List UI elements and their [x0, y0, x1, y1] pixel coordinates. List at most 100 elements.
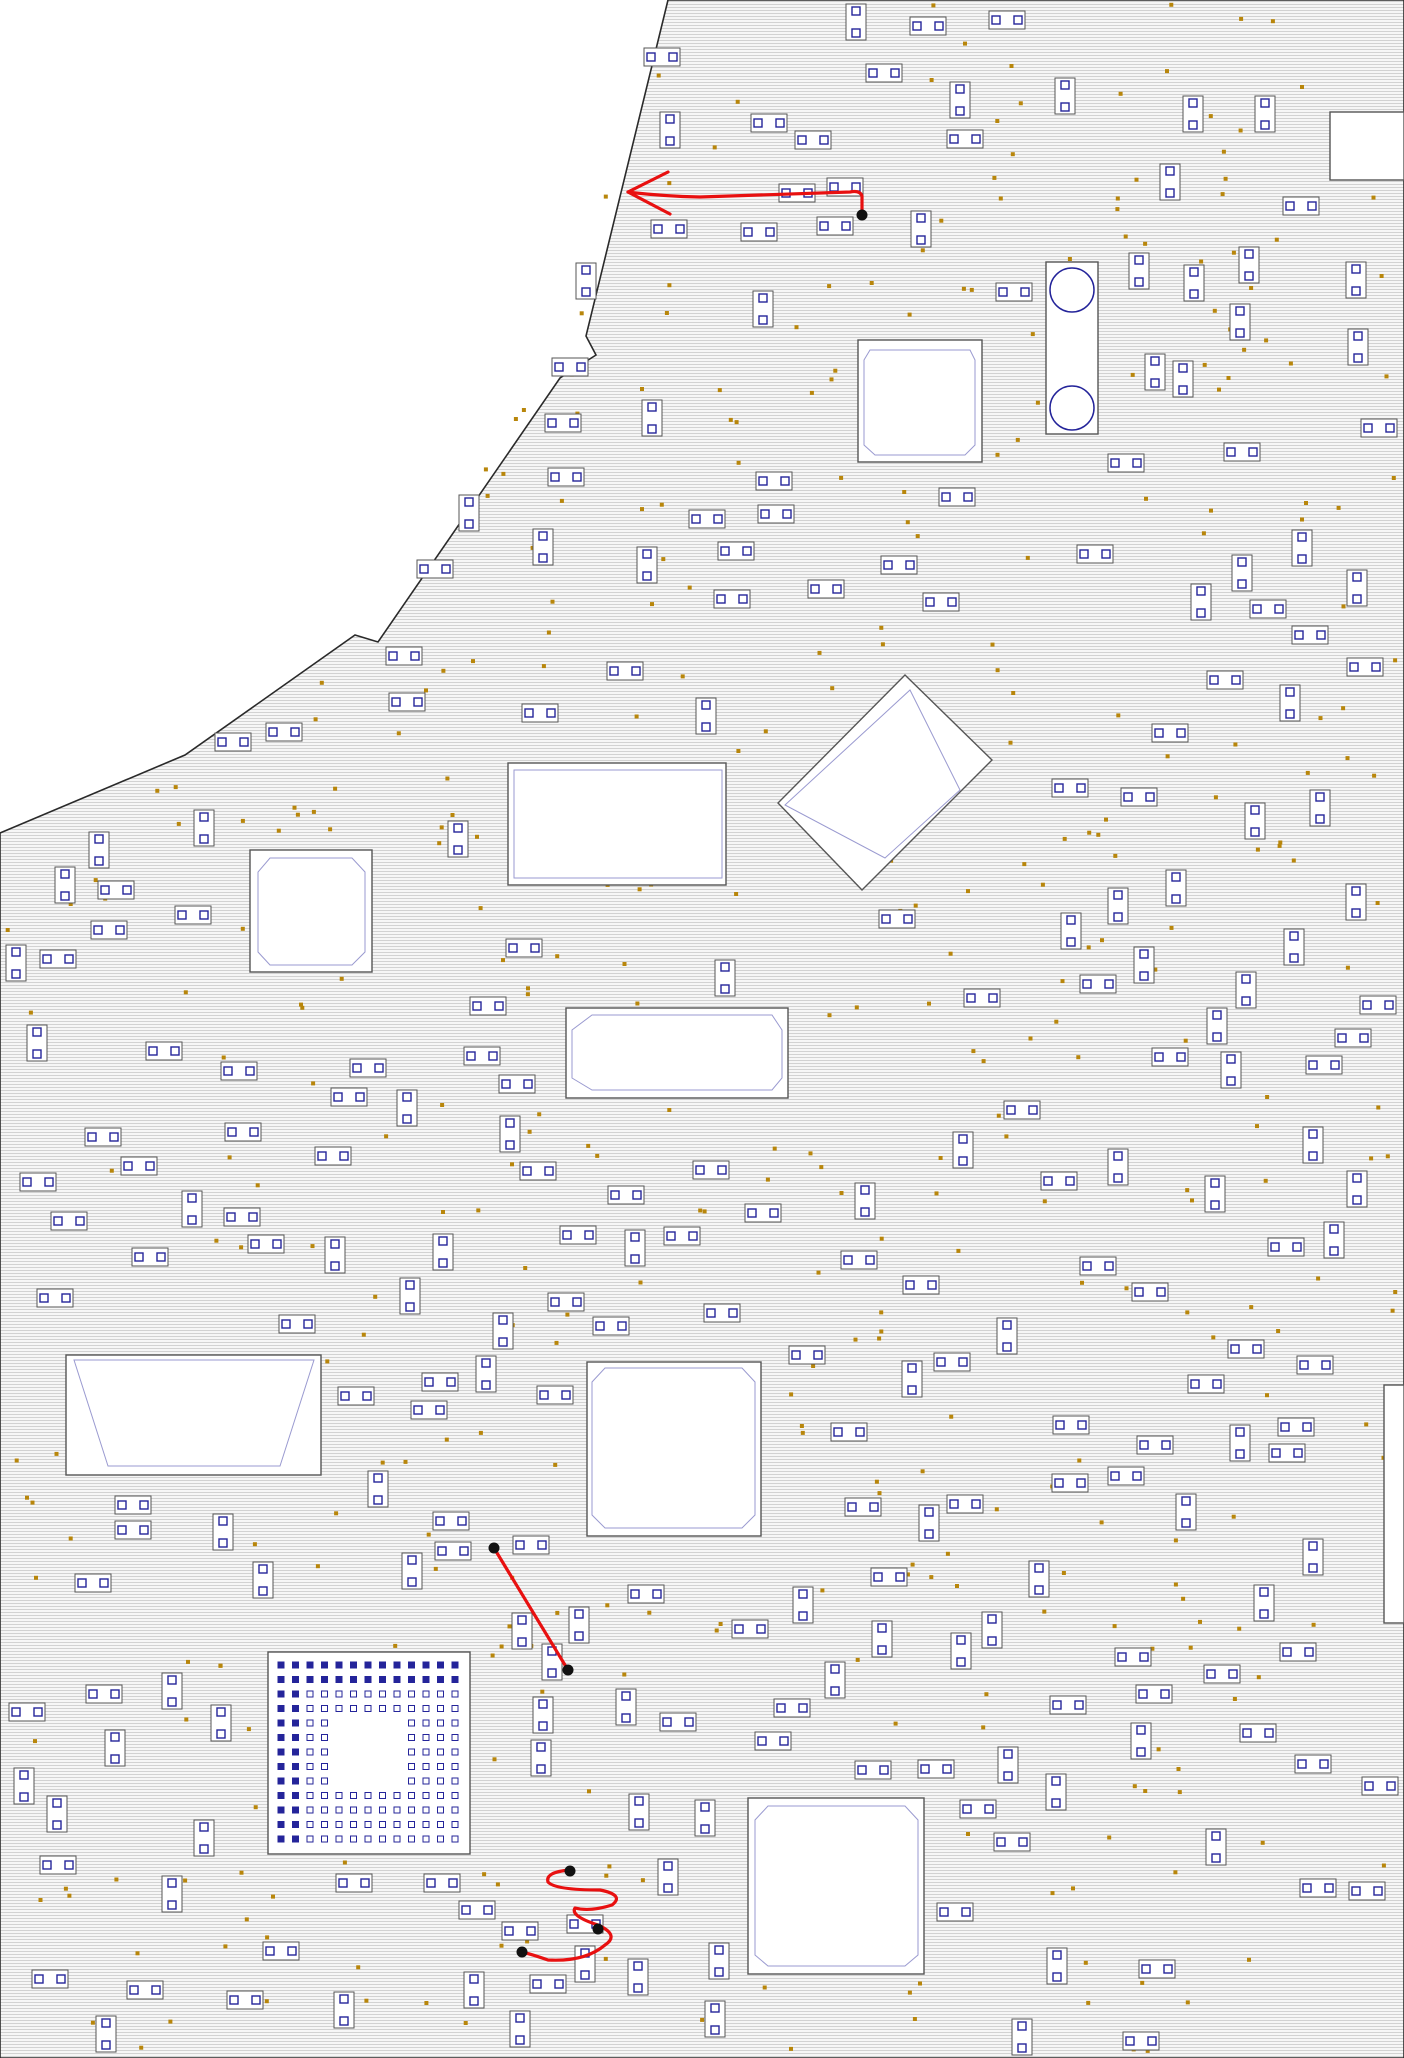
- smd-component[interactable]: [995, 282, 1033, 302]
- smd-component[interactable]: [1229, 303, 1251, 341]
- smd-component[interactable]: [1187, 1374, 1225, 1394]
- smd-component[interactable]: [592, 1316, 630, 1336]
- smd-component[interactable]: [536, 1385, 574, 1405]
- smd-component[interactable]: [193, 809, 215, 847]
- smd-component[interactable]: [1203, 1664, 1241, 1684]
- smd-component[interactable]: [1291, 529, 1313, 567]
- smd-component[interactable]: [717, 541, 755, 561]
- smd-component[interactable]: [324, 1236, 346, 1274]
- smd-component[interactable]: [1107, 1466, 1145, 1486]
- ic-mid-square[interactable]: [586, 1361, 762, 1537]
- smd-component[interactable]: [703, 1303, 741, 1323]
- smd-component[interactable]: [1051, 778, 1089, 798]
- smd-component[interactable]: [807, 579, 845, 599]
- smd-component[interactable]: [509, 2010, 531, 2048]
- smd-component[interactable]: [475, 1355, 497, 1393]
- smd-component[interactable]: [220, 1061, 258, 1081]
- smd-component[interactable]: [161, 1672, 183, 1710]
- smd-component[interactable]: [8, 1702, 46, 1722]
- ic-trapezoid-left[interactable]: [65, 1354, 322, 1476]
- smd-component[interactable]: [1239, 1723, 1277, 1743]
- smd-component[interactable]: [659, 1712, 697, 1732]
- smd-component[interactable]: [85, 1684, 123, 1704]
- smd-component[interactable]: [1206, 1007, 1228, 1045]
- ic-top-right-rect[interactable]: [1329, 111, 1404, 181]
- smd-component[interactable]: [1309, 789, 1331, 827]
- smd-component[interactable]: [423, 1873, 461, 1893]
- smd-component[interactable]: [788, 1345, 826, 1365]
- smd-component[interactable]: [981, 1611, 1003, 1649]
- smd-component[interactable]: [90, 920, 128, 940]
- smd-component[interactable]: [46, 1795, 68, 1833]
- smd-component[interactable]: [708, 1942, 730, 1980]
- smd-component[interactable]: [936, 1902, 974, 1922]
- smd-component[interactable]: [902, 1275, 940, 1295]
- smd-component[interactable]: [1235, 971, 1257, 1009]
- smd-component[interactable]: [754, 1731, 792, 1751]
- smd-component[interactable]: [1305, 1055, 1343, 1075]
- smd-component[interactable]: [501, 1921, 539, 1941]
- smd-component[interactable]: [505, 938, 543, 958]
- smd-component[interactable]: [650, 219, 688, 239]
- smd-component[interactable]: [559, 1225, 597, 1245]
- smd-component[interactable]: [1204, 1175, 1226, 1213]
- smd-component[interactable]: [574, 1945, 596, 1983]
- smd-component[interactable]: [1120, 787, 1158, 807]
- smd-component[interactable]: [469, 996, 507, 1016]
- smd-component[interactable]: [463, 1046, 501, 1066]
- smd-component[interactable]: [1249, 599, 1287, 619]
- smd-component[interactable]: [663, 1226, 701, 1246]
- smd-component[interactable]: [845, 3, 867, 41]
- smd-component[interactable]: [1231, 554, 1253, 592]
- smd-component[interactable]: [36, 1288, 74, 1308]
- smd-component[interactable]: [458, 1900, 496, 1920]
- smd-component[interactable]: [1122, 2031, 1160, 2051]
- smd-component[interactable]: [917, 1759, 955, 1779]
- smd-component[interactable]: [840, 1250, 878, 1270]
- smd-component[interactable]: [1107, 887, 1129, 925]
- smd-component[interactable]: [993, 1832, 1031, 1852]
- smd-component[interactable]: [54, 866, 76, 904]
- smd-component[interactable]: [39, 949, 77, 969]
- smd-component[interactable]: [1060, 912, 1082, 950]
- smd-component[interactable]: [1291, 625, 1329, 645]
- smd-component[interactable]: [1238, 246, 1260, 284]
- smd-component[interactable]: [1254, 95, 1276, 133]
- smd-component[interactable]: [1049, 1695, 1087, 1715]
- smd-component[interactable]: [214, 732, 252, 752]
- smd-component[interactable]: [385, 646, 423, 666]
- smd-component[interactable]: [1346, 1170, 1368, 1208]
- smd-component[interactable]: [333, 1991, 355, 2029]
- smd-component[interactable]: [330, 1087, 368, 1107]
- smd-component[interactable]: [1183, 264, 1205, 302]
- smd-component[interactable]: [1165, 869, 1187, 907]
- smd-component[interactable]: [1136, 1435, 1174, 1455]
- smd-component[interactable]: [854, 1182, 876, 1220]
- smd-component[interactable]: [252, 1561, 274, 1599]
- smd-component[interactable]: [447, 820, 469, 858]
- crystal-oscillator[interactable]: [1045, 261, 1099, 435]
- smd-component[interactable]: [1268, 1443, 1306, 1463]
- smd-component[interactable]: [1054, 77, 1076, 115]
- smd-component[interactable]: [871, 1620, 893, 1658]
- smd-component[interactable]: [388, 692, 426, 712]
- smd-component[interactable]: [1267, 1237, 1305, 1257]
- smd-component[interactable]: [1028, 1560, 1050, 1598]
- smd-component[interactable]: [1052, 1415, 1090, 1435]
- smd-component[interactable]: [13, 1767, 35, 1805]
- smd-component[interactable]: [624, 1229, 646, 1267]
- smd-component[interactable]: [949, 81, 971, 119]
- smd-component[interactable]: [1244, 802, 1266, 840]
- smd-component[interactable]: [643, 47, 681, 67]
- smd-component[interactable]: [641, 399, 663, 437]
- smd-component[interactable]: [627, 1584, 665, 1604]
- smd-component[interactable]: [1114, 1647, 1152, 1667]
- smd-component[interactable]: [278, 1314, 316, 1334]
- smd-component[interactable]: [1227, 1339, 1265, 1359]
- smd-component[interactable]: [1040, 1171, 1078, 1191]
- smd-component[interactable]: [1128, 252, 1150, 290]
- ic-connector-center[interactable]: [565, 1007, 789, 1099]
- smd-component[interactable]: [1079, 974, 1117, 994]
- smd-component[interactable]: [714, 959, 736, 997]
- smd-component[interactable]: [1206, 670, 1244, 690]
